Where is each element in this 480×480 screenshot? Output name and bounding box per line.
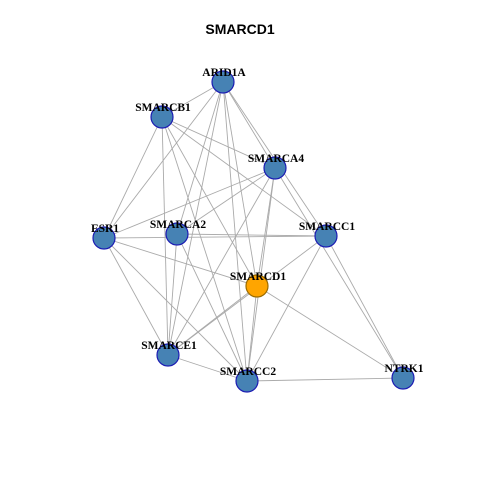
node-smarcd1[interactable] <box>245 274 269 298</box>
edge-esr1-smarcc1 <box>103 235 327 239</box>
edge-smarca2-smarce1 <box>167 233 178 356</box>
edge-smarcb1-smarca4 <box>161 116 276 169</box>
edge-smarca2-smarcc2 <box>176 233 248 382</box>
node-label-smarcc2: SMARCC2 <box>220 366 276 378</box>
edge-arid1a-smarcd1 <box>222 81 258 287</box>
edge-smarcb1-smarcc2 <box>161 116 248 382</box>
network-title: SMARCD1 <box>205 21 275 37</box>
edge-smarca4-smarce1 <box>167 167 276 356</box>
node-smarcc2[interactable] <box>235 369 259 393</box>
edge-arid1a-smarcb1 <box>161 81 224 118</box>
node-smarcb1[interactable] <box>150 105 174 129</box>
node-label-smarcb1: SMARCB1 <box>135 102 191 114</box>
node-smarcc1[interactable] <box>314 224 338 248</box>
node-ntrk1[interactable] <box>391 366 415 390</box>
edge-smarcb1-smarce1 <box>161 116 169 356</box>
edge-smarcb1-smarcc1 <box>161 116 327 237</box>
edge-smarca2-smarcc1 <box>176 233 327 237</box>
edge-esr1-smarcc2 <box>103 237 248 382</box>
node-smarce1[interactable] <box>156 343 180 367</box>
node-smarca4[interactable] <box>263 156 287 180</box>
node-label-ntrk1: NTRK1 <box>385 363 424 375</box>
edge-smarce1-smarcc2 <box>167 354 248 382</box>
edge-smarcb1-smarcd1 <box>161 116 258 287</box>
edge-smarcd1-smarce1 <box>167 285 258 356</box>
edge-smarca4-smarca2 <box>176 167 276 235</box>
edge-smarca4-esr1 <box>103 167 276 239</box>
edge-esr1-smarcd1 <box>103 237 258 287</box>
edge-smarca4-smarcc2 <box>246 167 276 382</box>
node-label-smarcc1: SMARCC1 <box>299 221 355 233</box>
edge-smarcc2-ntrk1 <box>246 377 404 382</box>
edge-arid1a-smarca4 <box>222 81 276 169</box>
edge-arid1a-smarca2 <box>176 81 224 235</box>
node-label-smarca2: SMARCA2 <box>150 219 206 231</box>
edges-layer <box>103 81 404 382</box>
edge-smarcc1-smarce1 <box>167 235 327 356</box>
edge-smarcc1-ntrk1 <box>325 235 404 379</box>
node-label-arid1a: ARID1A <box>202 67 246 79</box>
edge-arid1a-smarcc2 <box>222 81 248 382</box>
node-label-smarce1: SMARCE1 <box>141 340 197 352</box>
edge-smarca4-ntrk1 <box>274 167 404 379</box>
edge-smarcd1-smarcc2 <box>246 285 258 382</box>
node-esr1[interactable] <box>92 226 116 250</box>
edge-smarcd1-ntrk1 <box>256 285 404 379</box>
edge-esr1-smarce1 <box>103 237 169 356</box>
node-label-smarcd1: SMARCD1 <box>230 271 286 283</box>
node-label-smarca4: SMARCA4 <box>248 153 304 165</box>
edge-arid1a-smarce1 <box>167 81 224 356</box>
edge-smarcc1-smarcc2 <box>246 235 327 382</box>
node-arid1a[interactable] <box>211 70 235 94</box>
edge-smarcb1-esr1 <box>103 116 163 239</box>
nodes-layer <box>92 70 415 393</box>
node-label-esr1: ESR1 <box>91 223 119 235</box>
node-smarca2[interactable] <box>165 222 189 246</box>
